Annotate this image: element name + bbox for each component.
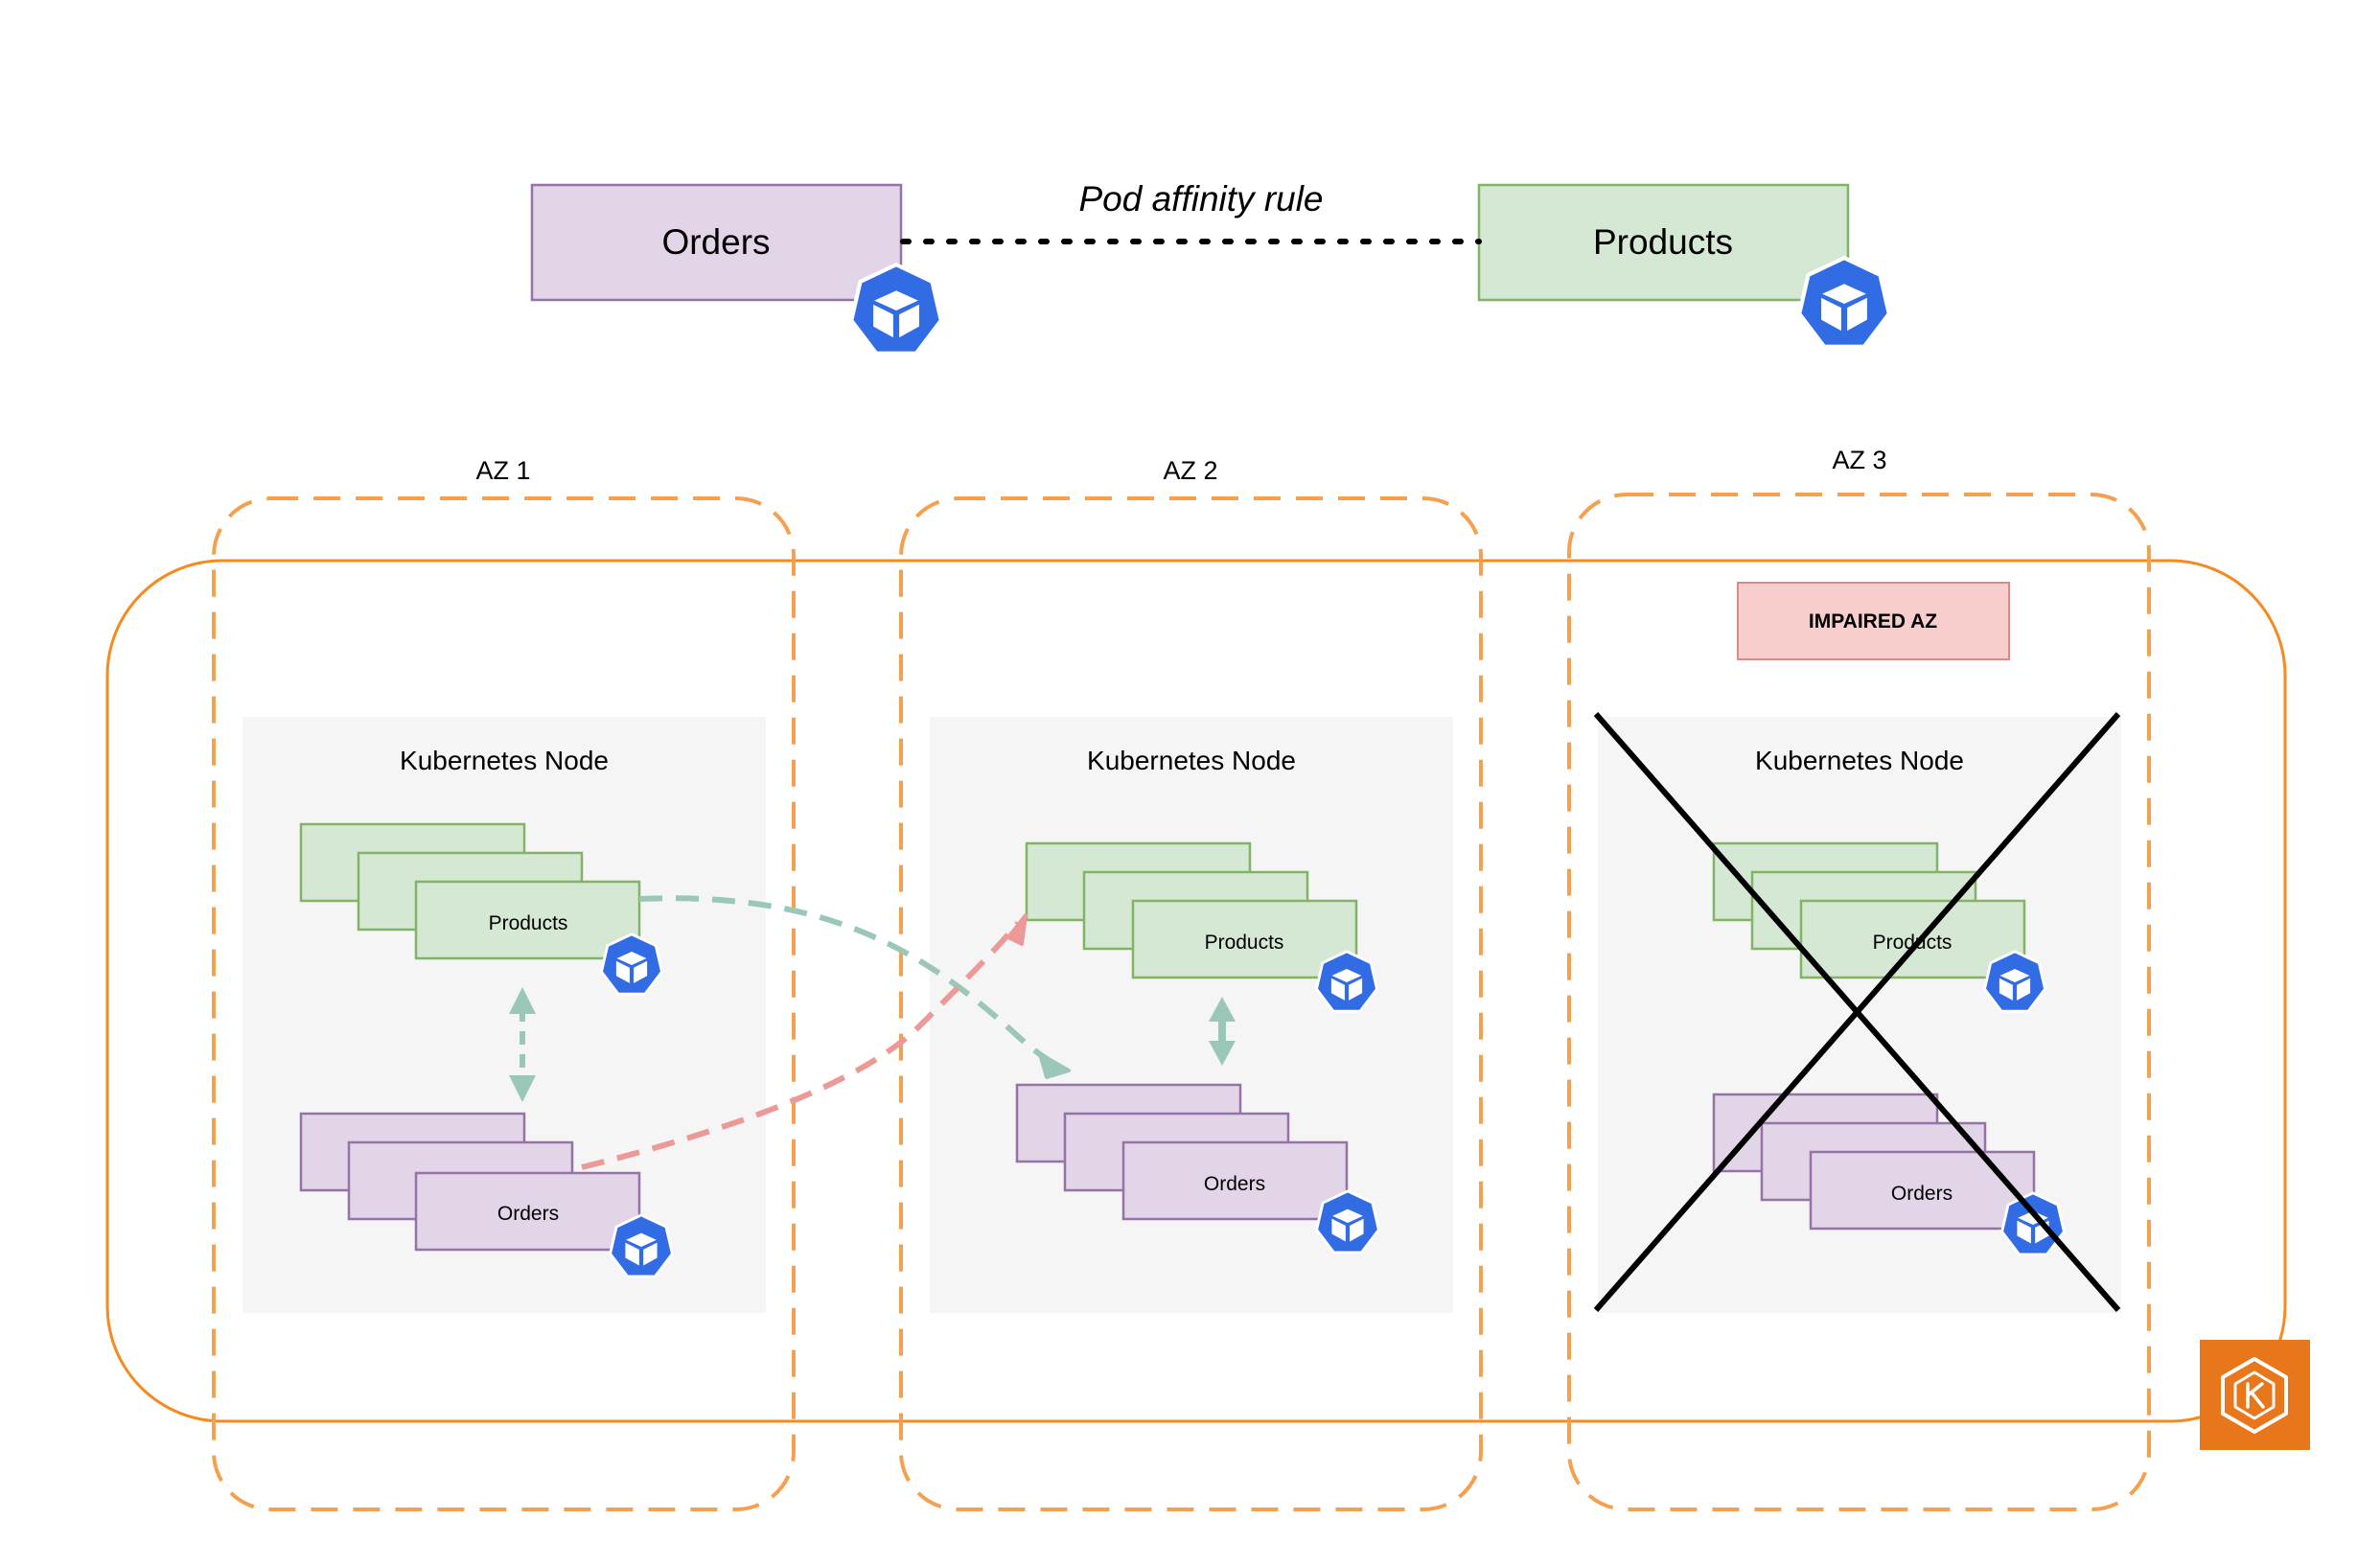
products-pod [414,880,641,960]
orders-pod-label-az1: Orders [497,1203,559,1225]
orders-pod [414,1171,641,1252]
az-2-boundary [899,496,1483,1511]
eks-icon [2200,1340,2310,1450]
kubernetes-pod-icon [609,1213,674,1278]
orders-to-products-arrow [581,913,1028,1170]
node-label-az3: Kubernetes Node [1755,746,1964,775]
kubernetes-pod-icon [1315,1189,1380,1254]
az-2-label: AZ 2 [1163,456,1217,485]
node-label-az1: Kubernetes Node [400,746,609,775]
orders-deployment-box [530,183,903,302]
kubernetes-pod-icon [1315,950,1378,1013]
az-3-label: AZ 3 [1832,446,1886,474]
az-1-boundary [212,496,796,1511]
orders-pod-label-az2: Orders [1204,1173,1265,1195]
cluster-boundary [105,559,2287,1423]
impaired-az-badge [1737,582,2010,660]
products-deployment-box [1477,183,1850,302]
impaired-az-label: IMPAIRED AZ [1809,610,1937,633]
kubernetes-pod-icon [851,265,941,354]
products-pod-label-az1: Products [489,912,568,934]
products-pod-label-az2: Products [1205,932,1284,954]
impaired-cross-line [1593,712,2121,1312]
affinity-arrow-az2 [1209,997,1236,1066]
products-pod [1799,899,2026,979]
az-3-boundary [1567,493,2151,1511]
kubernetes-pod-icon [1983,950,2046,1013]
orders-pod-label-az3: Orders [1891,1183,1953,1205]
orders-pod [1121,1140,1349,1221]
az-1-label: AZ 1 [475,456,530,485]
products-deployment-label: Products [1593,222,1733,262]
kubernetes-pod-icon [2000,1191,2066,1256]
affinity-arrow-az1 [509,987,536,1102]
products-pod-label-az3: Products [1873,932,1953,954]
kubernetes-pod-icon [1799,258,1889,347]
products-to-orders-arrow [638,895,1071,1079]
node-label-az2: Kubernetes Node [1087,746,1296,775]
orders-pod [1809,1150,2036,1231]
orders-deployment-label: Orders [661,222,770,262]
affinity-rule-label: Pod affinity rule [1078,179,1323,219]
products-pod [1131,899,1358,979]
kubernetes-pod-icon [600,932,663,996]
